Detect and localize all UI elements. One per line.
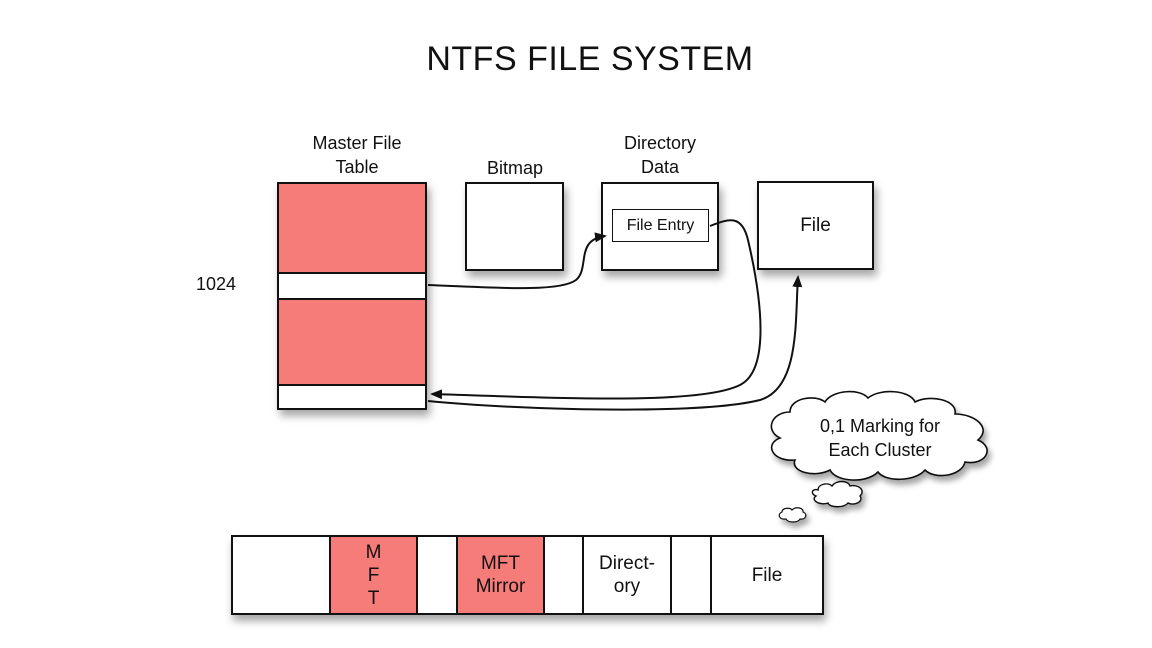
arrow-mft-to-file	[427, 275, 803, 411]
disk-cell-gap-2	[545, 537, 584, 613]
bitmap-box	[465, 182, 564, 271]
disk-cell-directory: Direct- ory	[584, 537, 672, 613]
mft-region-top	[279, 184, 425, 272]
thought-cloud	[770, 390, 988, 523]
disk-cell-mft: M F T	[331, 537, 418, 613]
disk-cell-mft-mirror: MFT Mirror	[458, 537, 545, 613]
mft-heading-line2: Table	[335, 157, 379, 177]
disk-cell-gap-3	[672, 537, 712, 613]
arrow-mft-to-file-entry	[427, 232, 607, 290]
cloud-main	[770, 390, 988, 481]
directory-data-heading-line2: Data	[640, 157, 680, 177]
mft-record-1024	[279, 272, 425, 298]
bitmap-heading: Bitmap	[486, 158, 544, 178]
callout-line1: 0,1 Marking for	[819, 416, 941, 436]
disk-cell-boot	[233, 537, 331, 613]
mft-last-record	[279, 384, 425, 408]
file-entry: File Entry	[612, 209, 709, 242]
file-box: File	[757, 181, 874, 270]
directory-data-heading: Directory Data	[601, 131, 719, 179]
disk-layout-strip: M F T MFT Mirror Direct- ory File	[231, 535, 824, 615]
mft-region-middle	[279, 298, 425, 386]
cloud-bubble-small	[778, 507, 807, 523]
record-1024-label: 1024	[196, 274, 237, 294]
callout-text: 0,1 Marking for Each Cluster	[790, 414, 970, 462]
master-file-table	[277, 182, 427, 410]
cloud-bubble-medium	[811, 480, 863, 508]
mft-heading: Master File Table	[277, 131, 437, 179]
arrow-file-entry-to-mft	[430, 219, 762, 400]
mft-heading-line1: Master File	[312, 133, 402, 153]
diagram-title: NTFS FILE SYSTEM	[426, 40, 754, 78]
disk-cell-gap-1	[418, 537, 458, 613]
callout-line2: Each Cluster	[828, 440, 932, 460]
disk-cell-file: File	[751, 564, 783, 586]
directory-data-heading-line1: Directory	[623, 133, 696, 153]
